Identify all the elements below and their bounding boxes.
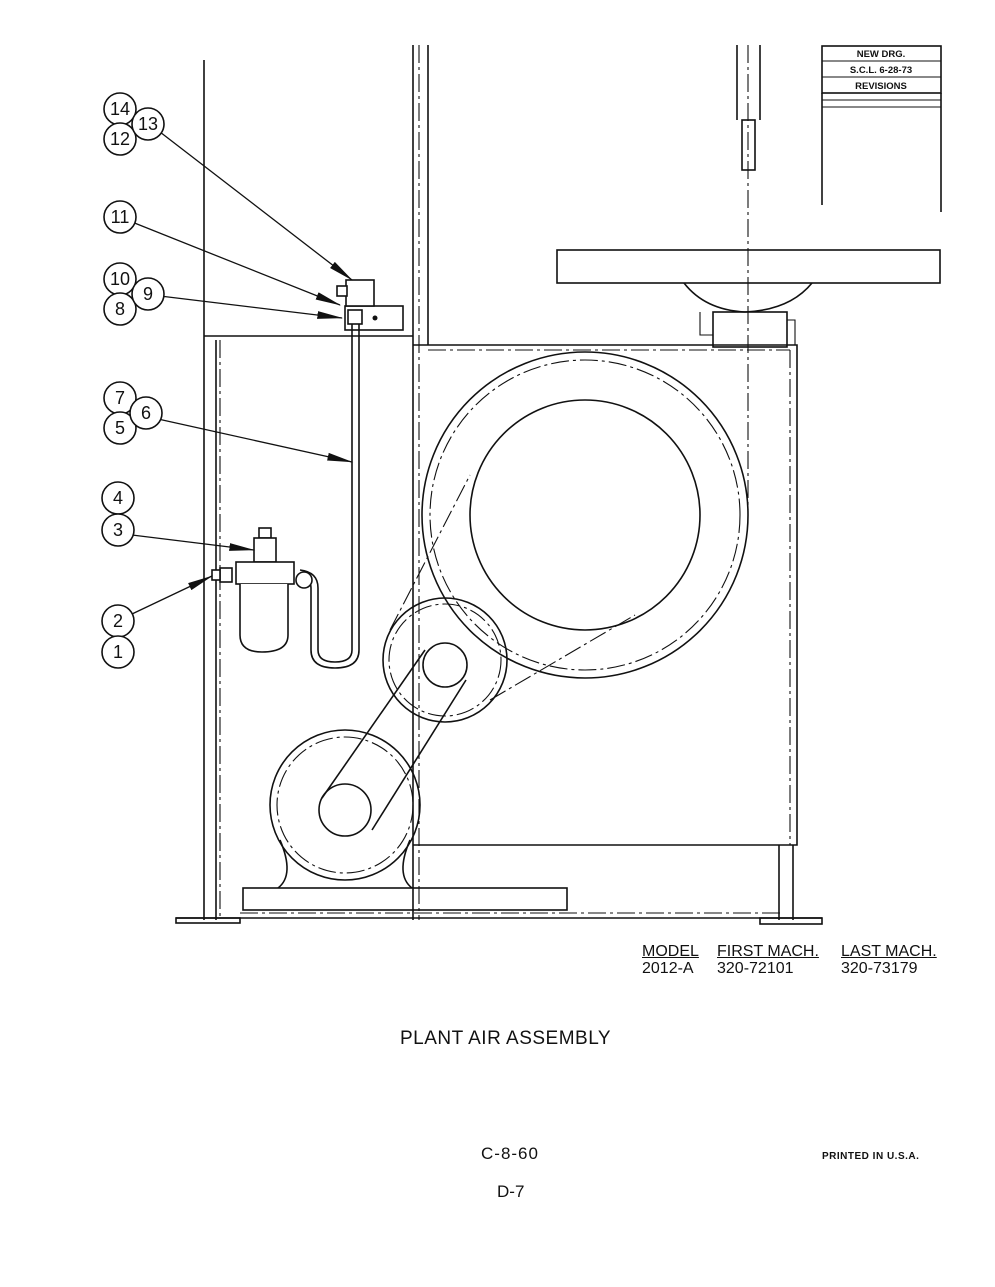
callout-leaders: [131, 131, 354, 615]
svg-text:4: 4: [113, 488, 123, 508]
callout-9: 9: [131, 277, 165, 311]
printed-note: PRINTED IN U.S.A.: [822, 1151, 920, 1162]
last-mach-value: 320-73179: [841, 960, 918, 977]
svg-text:2: 2: [113, 611, 123, 631]
last-mach-header: LAST MACH.: [841, 943, 937, 960]
revision-line-2: S.C.L. 6-28-73: [850, 65, 912, 76]
callout-6: 6: [129, 396, 163, 430]
callout-7: 7: [103, 381, 137, 415]
svg-text:13: 13: [138, 114, 158, 134]
svg-text:12: 12: [110, 129, 130, 149]
svg-text:9: 9: [143, 284, 153, 304]
svg-text:11: 11: [111, 207, 130, 227]
callout-13: 13: [131, 107, 165, 141]
callout-11: 11: [103, 200, 137, 234]
callout-14: 14: [103, 92, 137, 126]
callout-4: 4: [101, 481, 135, 515]
callout-1: 1: [101, 635, 135, 669]
drawing-number: C-8-60: [481, 1144, 539, 1163]
first-mach-value: 320-72101: [717, 960, 794, 977]
svg-text:8: 8: [115, 299, 125, 319]
callout-12: 12: [103, 122, 137, 156]
revision-line-1: NEW DRG.: [857, 49, 906, 60]
svg-text:6: 6: [141, 403, 151, 423]
page-number: D-7: [497, 1182, 525, 1201]
svg-text:14: 14: [110, 99, 130, 119]
drive-wheels: [269, 351, 749, 889]
machine-frame: [175, 45, 941, 925]
drawing-title: PLANT AIR ASSEMBLY: [400, 1028, 612, 1049]
svg-text:3: 3: [113, 520, 123, 540]
callout-2: 2: [101, 604, 135, 638]
svg-text:5: 5: [115, 418, 125, 438]
first-mach-header: FIRST MACH.: [717, 943, 819, 960]
model-header: MODEL: [642, 943, 699, 960]
callout-3: 3: [101, 513, 135, 547]
revision-block: NEW DRG. S.C.L. 6-28-73 REVISIONS: [821, 45, 942, 212]
revision-line-3: REVISIONS: [855, 81, 907, 92]
model-value: 2012-A: [642, 960, 694, 977]
callout-5: 5: [103, 411, 137, 445]
callout-8: 8: [103, 292, 137, 326]
svg-text:1: 1: [113, 642, 123, 662]
plant-air-plumbing: [211, 279, 404, 669]
svg-text:10: 10: [110, 269, 130, 289]
callout-10: 10: [103, 262, 137, 296]
svg-text:7: 7: [115, 388, 125, 408]
